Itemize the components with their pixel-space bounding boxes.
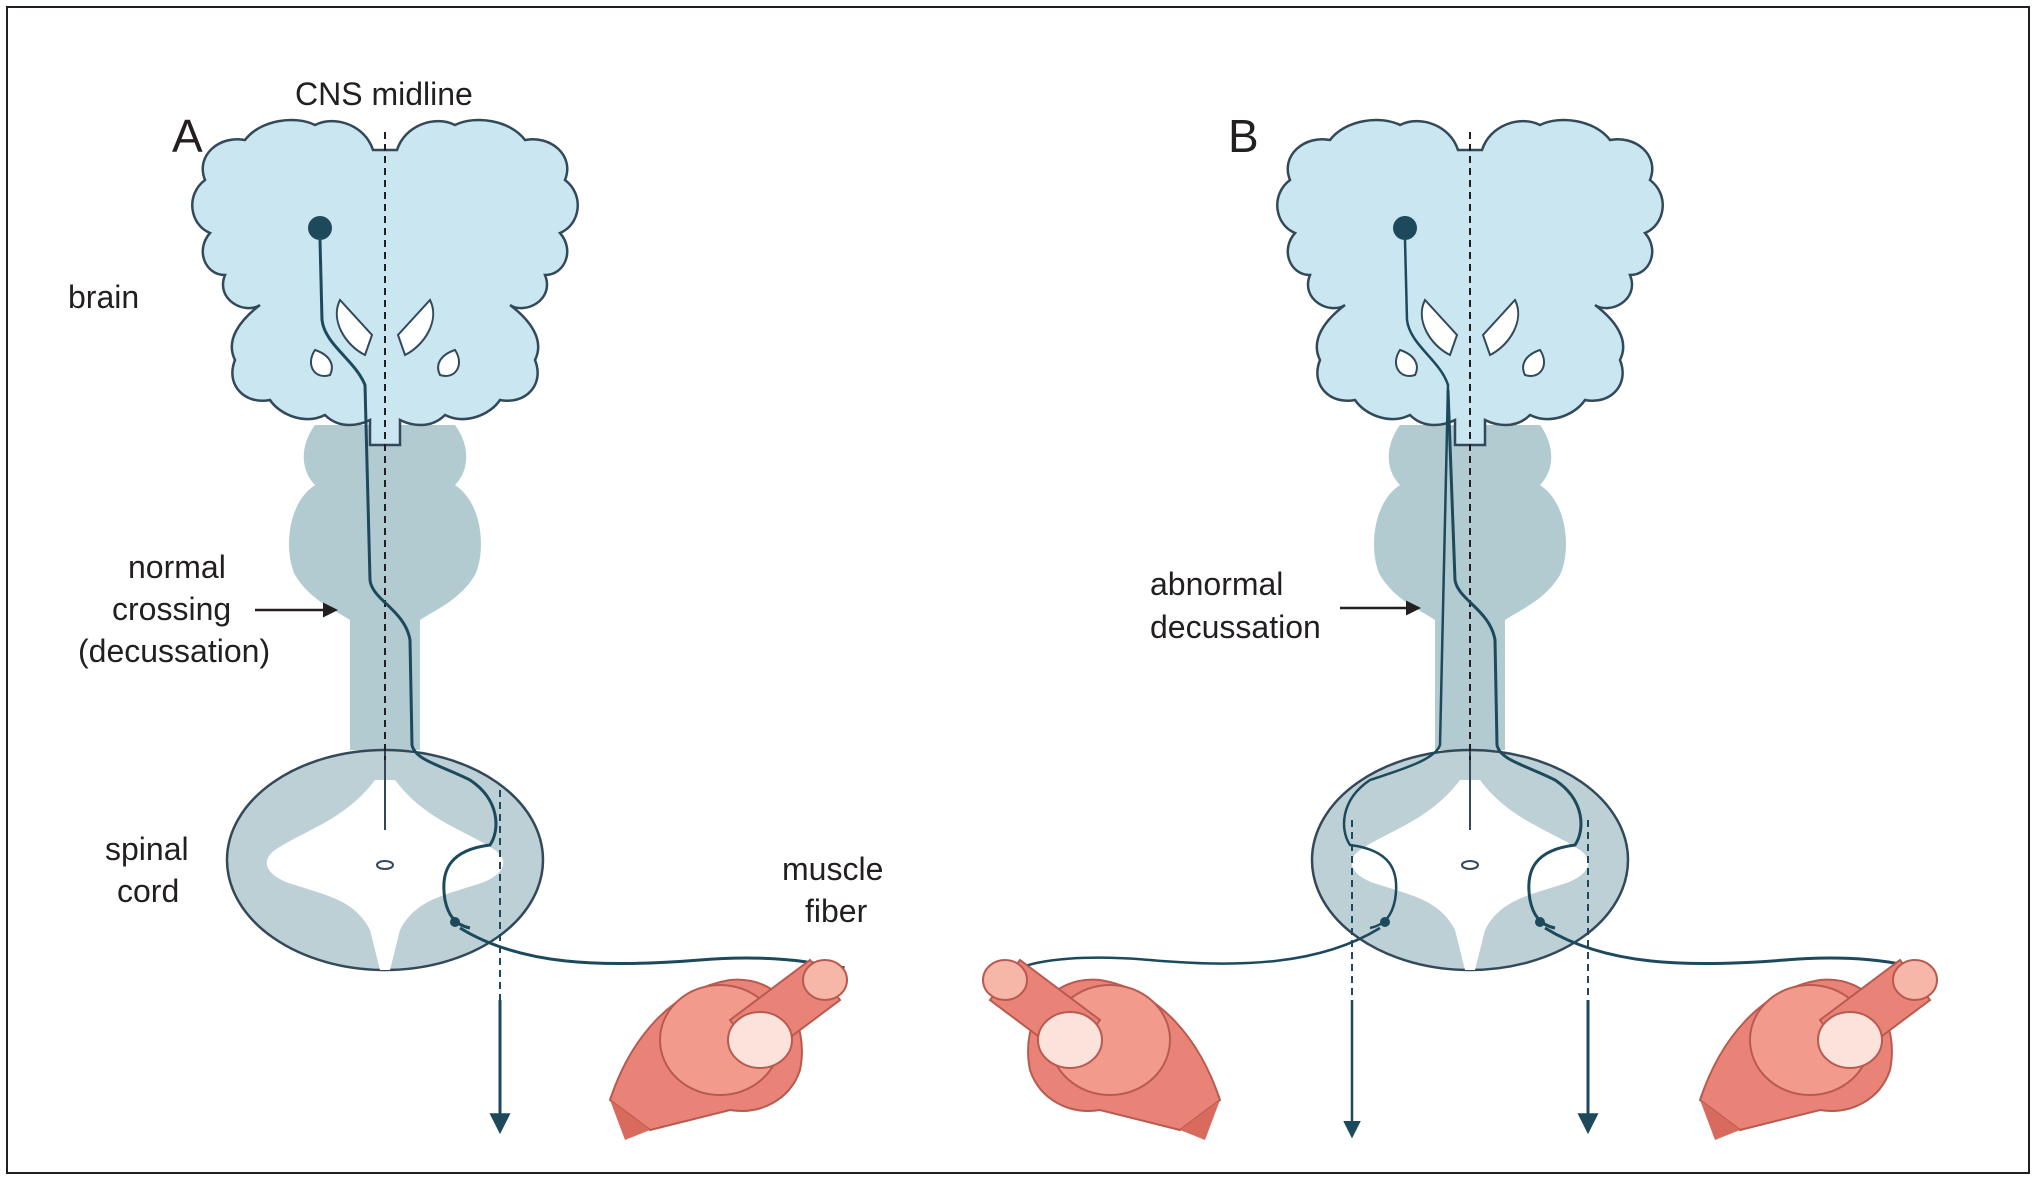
midline-label: CNS midline	[295, 76, 473, 112]
abnormal-decussation-label-2: decussation	[1150, 609, 1321, 645]
corticospinal-axon-a	[318, 239, 498, 930]
spinal-cord-label-2: cord	[117, 873, 179, 909]
panel-a: A CNS midline brain normal crossing (dec…	[68, 76, 883, 1141]
figure-frame	[6, 6, 2030, 1174]
muscle-fiber-b-left	[982, 959, 1221, 1141]
muscle-fiber-a	[609, 959, 848, 1141]
muscle-fiber-b-right	[1699, 959, 1938, 1141]
panel-b: B abnormal decussation	[982, 110, 1938, 1141]
normal-crossing-label-3: (decussation)	[78, 633, 270, 669]
panel-label-a: A	[172, 110, 203, 162]
panel-label-b: B	[1228, 110, 1259, 162]
muscle-fiber-label-1: muscle	[782, 851, 883, 887]
muscle-fiber-label-2: fiber	[805, 893, 868, 929]
contralateral-axon-b	[1446, 389, 1583, 930]
abnormal-decussation-label-1: abnormal	[1150, 566, 1283, 602]
normal-crossing-label-2: crossing	[112, 591, 231, 627]
upper-motor-neuron-a	[308, 216, 332, 240]
ipsilateral-axon-b	[1342, 239, 1450, 930]
lower-motor-axon-b-left	[1014, 926, 1381, 972]
brain-label: brain	[68, 279, 139, 315]
normal-crossing-label-1: normal	[128, 549, 226, 585]
spinal-cord-label-1: spinal	[105, 831, 189, 867]
lower-motor-axon-a	[459, 926, 846, 974]
upper-motor-neuron-b	[1393, 216, 1417, 240]
lower-motor-axon-b-right	[1544, 926, 1926, 974]
